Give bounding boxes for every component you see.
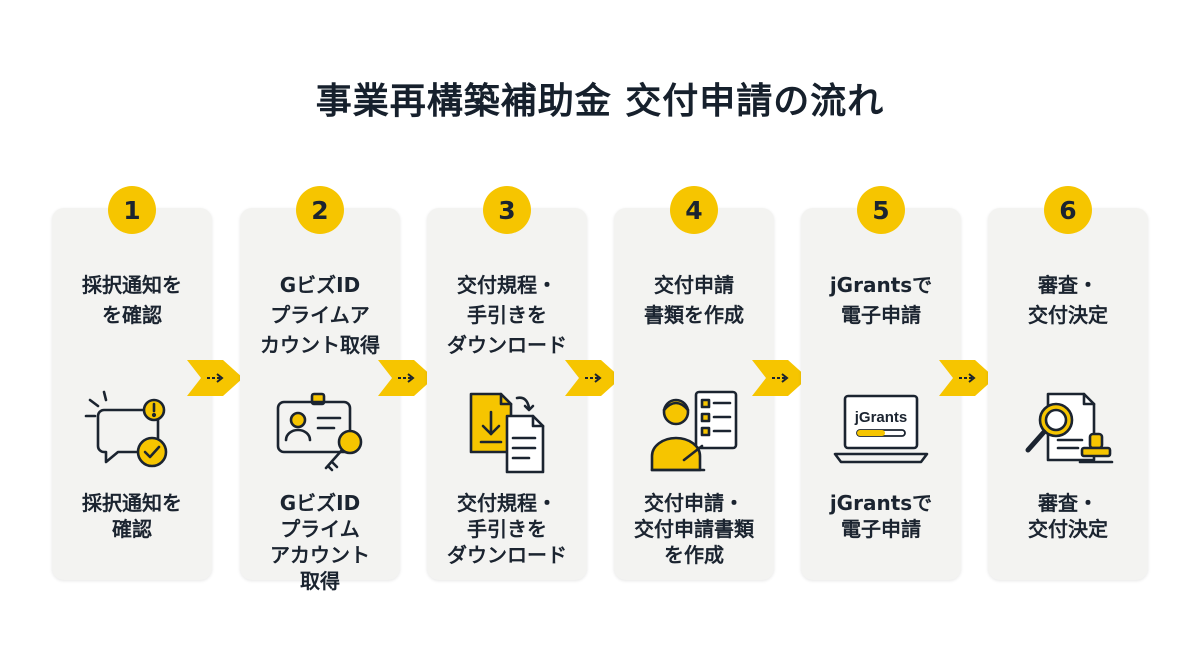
step-caption: 採択通知を 確認 xyxy=(82,491,182,541)
step-caption: 審査・ 交付決定 xyxy=(1028,491,1108,541)
step-caption: GビズID プライム アカウント 取得 xyxy=(270,491,370,593)
step-card: jGrantsで 電子申請 jGrants jGrantsで 電子申請 xyxy=(801,208,961,580)
step-1: 1 採択通知を を確認 採択通知を 確認 xyxy=(52,180,212,580)
step-title: jGrantsで 電子申請 xyxy=(829,273,933,327)
step-title: 審査・ 交付決定 xyxy=(1028,273,1108,327)
step-6: 6 審査・ 交付決定 審査・ 交付決定 xyxy=(988,180,1148,580)
step-5: 5 jGrantsで 電子申請 jGrants jGrantsで 電子申請 xyxy=(801,180,961,580)
step-card: 交付申請 書類を作成 交付申請・ 交付申請書類 を作成 xyxy=(614,208,774,580)
step-2: 2 GビズID プライムア カウント取得 GビズID プライム アカウント 取得 xyxy=(240,180,400,593)
step-card: 審査・ 交付決定 審査・ 交付決定 xyxy=(988,208,1148,580)
person-checklist-icon xyxy=(644,388,744,478)
step-number-badge: 4 xyxy=(670,186,718,234)
arrow-right-icon xyxy=(752,356,810,400)
step-title: GビズID プライムア カウント取得 xyxy=(260,273,380,357)
magnifier-stamp-icon xyxy=(1018,388,1118,478)
step-title: 交付規程・ 手引きを ダウンロード xyxy=(447,273,567,357)
arrow-right-icon xyxy=(565,356,623,400)
step-title: 採択通知を を確認 xyxy=(82,273,182,327)
step-title: 交付申請 書類を作成 xyxy=(644,273,744,327)
step-number-badge: 1 xyxy=(108,186,156,234)
laptop-icon: jGrants xyxy=(831,388,931,478)
step-4: 4 交付申請 書類を作成 交付申請・ 交付申請書類 を作成 xyxy=(614,180,774,580)
step-card: 交付規程・ 手引きを ダウンロード 交付規程・ 手引きを ダウンロード xyxy=(427,208,587,580)
arrow-right-icon xyxy=(939,356,997,400)
step-card: 採択通知を を確認 採択通知を 確認 xyxy=(52,208,212,580)
step-number-badge: 6 xyxy=(1044,186,1092,234)
id-card-key-icon xyxy=(270,388,370,478)
step-caption: jGrantsで 電子申請 xyxy=(829,491,933,541)
step-number-badge: 5 xyxy=(857,186,905,234)
laptop-screen-text: jGrants xyxy=(854,409,908,426)
page-title: 事業再構築補助金 交付申請の流れ xyxy=(315,81,885,122)
arrow-right-icon xyxy=(378,356,436,400)
document-download-icon xyxy=(457,388,557,478)
step-caption: 交付申請・ 交付申請書類 を作成 xyxy=(634,491,754,567)
step-number-badge: 3 xyxy=(483,186,531,234)
notification-check-icon xyxy=(82,388,182,478)
step-caption: 交付規程・ 手引きを ダウンロード xyxy=(447,491,567,567)
arrow-right-icon xyxy=(187,356,245,400)
step-number-badge: 2 xyxy=(296,186,344,234)
step-3: 3 交付規程・ 手引きを ダウンロード 交付規程・ 手引きを ダウンロード xyxy=(427,180,587,580)
step-card: GビズID プライムア カウント取得 GビズID プライム アカウント 取得 xyxy=(240,208,400,593)
